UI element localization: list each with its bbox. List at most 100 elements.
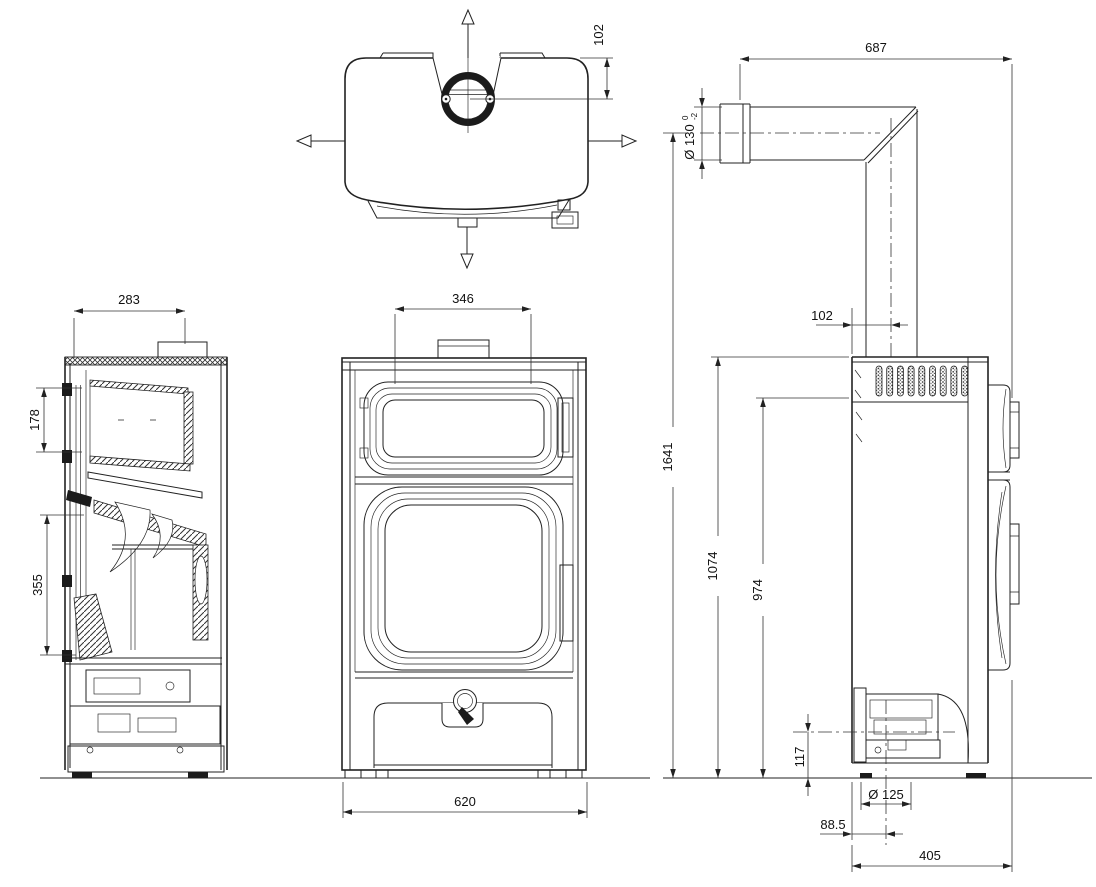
oven-rear-wall <box>183 391 194 465</box>
dim-label-1074: 1074 <box>705 552 720 581</box>
dim-label-pipe-diameter: Ø 130 <box>682 124 697 159</box>
flue-collar-bolt-left-dot <box>444 97 448 101</box>
oven-door-handle[interactable] <box>557 397 574 458</box>
top-view-right-tab <box>499 52 546 59</box>
dim-section-depth: 283 <box>73 292 186 358</box>
front-frame-lines <box>342 361 586 770</box>
top-view-latch-upper <box>557 199 571 211</box>
dim-firebox-glass-height: 355 <box>30 514 84 656</box>
air-control-lever[interactable] <box>458 707 474 725</box>
side-oven-handle-caps <box>1010 411 1019 449</box>
front-foot-4 <box>565 769 583 779</box>
base-box-part-b <box>137 717 177 733</box>
dim-label-346: 346 <box>452 291 474 306</box>
dim-label-top-102: 102 <box>591 24 606 46</box>
side-foot-front <box>966 773 986 778</box>
side-view: 687 Ø 130 0 -2 102 1641 <box>660 40 1092 872</box>
dim-body-height: 1074 <box>705 356 849 778</box>
firebox-door-handle[interactable] <box>559 564 574 642</box>
dim-label-side-102: 102 <box>811 308 833 323</box>
section-view: 283 178 355 <box>27 292 650 779</box>
section-inner-walls <box>69 360 222 770</box>
drawer-knob-section <box>165 681 175 691</box>
front-body-outline <box>341 357 587 771</box>
dim-shoulder-height: 974 <box>750 397 849 778</box>
side-body-lines <box>852 357 988 764</box>
foot-right <box>188 772 208 778</box>
dim-label-355: 355 <box>30 574 45 596</box>
side-foot-rear <box>860 773 872 778</box>
side-oven-door-profile <box>988 384 1011 473</box>
dim-overall-height: 1641 <box>660 132 686 778</box>
front-foot-3 <box>537 769 551 779</box>
firebox-door-mid1 <box>370 492 557 665</box>
dim-flue-tab-width: 346 <box>394 291 532 384</box>
oven-door-outer <box>363 381 564 476</box>
top-view-left-tab <box>379 52 434 59</box>
dim-label-pipe-tol-lower: -2 <box>690 112 699 120</box>
top-view: 102 <box>295 8 638 270</box>
ash-drawer-inner <box>93 677 141 695</box>
base-deck <box>65 657 222 665</box>
pipe-socket <box>719 103 751 164</box>
oven-hinge-top <box>359 397 369 409</box>
flame-shape-left <box>109 501 151 573</box>
dim-intake-axis-to-rear: 88.5 <box>820 782 903 840</box>
dim-label-1641: 1641 <box>660 443 675 472</box>
air-control-knob-inner <box>457 693 473 709</box>
oven-top-baffle <box>89 379 189 395</box>
plinth <box>67 745 225 773</box>
section-top-plate <box>64 356 228 366</box>
dim-base-depth: 405 <box>851 680 1013 872</box>
side-oven-door-arc <box>1002 388 1007 469</box>
air-control-knob[interactable] <box>453 689 477 713</box>
front-bottom-band <box>355 671 573 679</box>
side-firebox-handle-caps <box>1010 535 1019 593</box>
base-box <box>69 705 221 745</box>
hinge-lower-mid <box>62 575 72 587</box>
side-oven-door-handle[interactable] <box>1009 401 1020 459</box>
dim-intake-diameter: Ø 125 <box>860 782 912 810</box>
firebox-top-edge <box>112 544 197 550</box>
front-flue-stub <box>437 339 490 359</box>
firebox-baffle <box>93 499 207 548</box>
dim-label-974: 974 <box>750 579 765 601</box>
firebox-air-channel <box>194 555 208 605</box>
top-view-latch-inner <box>556 215 574 225</box>
airwash-rail <box>87 471 203 499</box>
flue-direction-arrow-up-icon <box>461 8 475 25</box>
vent-slots <box>875 365 968 397</box>
dim-label-405: 405 <box>919 848 941 863</box>
dim-label-283: 283 <box>118 292 140 307</box>
firebox-grate-line <box>130 549 136 650</box>
dim-label-687: 687 <box>865 40 887 55</box>
foot-left <box>72 772 92 778</box>
top-view-center-tab <box>457 217 478 228</box>
weld-ticks <box>854 369 863 443</box>
oven-door-glass <box>382 399 545 458</box>
dim-label-117: 117 <box>792 747 807 768</box>
dim-label-178: 178 <box>27 409 42 431</box>
section-outer-walls <box>64 357 228 770</box>
pipe-vertical <box>865 109 918 357</box>
oven-door-mid <box>369 387 558 470</box>
dim-intake-axis-height: 117 <box>792 714 811 796</box>
top-view-latch-body <box>551 211 579 229</box>
dim-pipe-axis-to-rear: 102 <box>811 308 908 354</box>
side-door-divider <box>988 471 1010 481</box>
dim-overall-width: 620 <box>342 782 588 818</box>
top-view-front-arc <box>376 204 558 215</box>
hinge-bottom <box>62 650 72 662</box>
ash-drawer <box>85 669 191 703</box>
flue-direction-arrow-down-icon <box>460 253 474 270</box>
log-guard <box>73 593 113 661</box>
flue-direction-arrow-left-icon <box>295 134 312 148</box>
oven-door-handle-inner <box>561 402 570 453</box>
dim-pipe-diameter: Ø 130 0 -2 <box>681 88 722 179</box>
side-firebox-door-handle[interactable] <box>1009 523 1020 605</box>
dim-label-620: 620 <box>454 794 476 809</box>
base-bolt-left <box>86 746 94 754</box>
oven-hinge-bottom <box>359 447 369 459</box>
